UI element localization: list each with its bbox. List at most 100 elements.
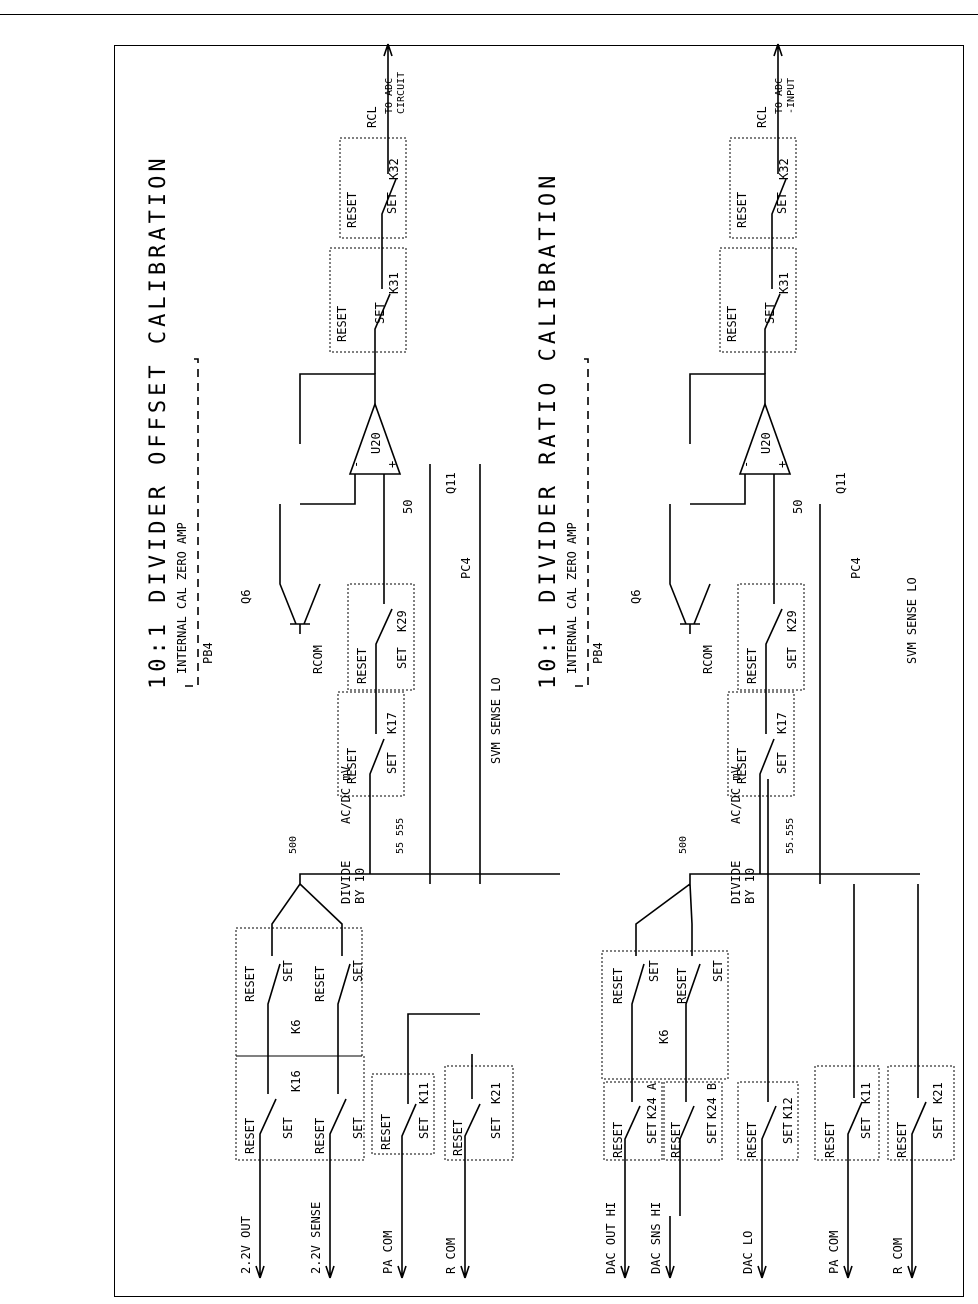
rcom-label: RCOM: [701, 645, 715, 674]
input-arrow: [620, 1216, 630, 1279]
set-label: SET: [781, 1122, 795, 1144]
ratio-amp-label: INTERNAL CAL ZERO AMP: [565, 522, 579, 674]
relay-box: [737, 583, 805, 691]
q6-transistor: [669, 504, 711, 634]
divide-label: BY 10: [353, 868, 367, 904]
relay-contacts: [759, 664, 775, 874]
header-rule: [0, 14, 978, 15]
relay-contacts: [679, 1044, 695, 1216]
set-label: SET: [385, 752, 399, 774]
reset-label: RESET: [345, 748, 359, 784]
relay-box: [814, 1065, 880, 1161]
offset-calibration-diagram: 10:1 DIVIDER OFFSET CALIBRATION INTERNAL…: [146, 43, 560, 1279]
relay-name: K17: [385, 712, 399, 734]
relay-k24a: RESET SET K24 A: [603, 1044, 663, 1216]
relay-name: K32: [777, 158, 791, 180]
set-label: SET: [785, 647, 799, 669]
r50-label: 50: [401, 500, 415, 514]
relay-k17: RESET SET K17: [727, 664, 795, 874]
u20-opamp: U20 - + 50 Q11 PC4: [689, 373, 863, 579]
relay-box: [601, 950, 729, 1080]
set-label: SET: [711, 960, 725, 982]
set-label: SET: [705, 1122, 719, 1144]
relay-name: K29: [785, 610, 799, 632]
relay-k12: RESET SET K12: [737, 779, 799, 1216]
divider-node: [689, 873, 920, 884]
q11-label: Q11: [834, 472, 848, 494]
relay-contacts: [374, 242, 391, 374]
set-label: SET: [775, 752, 789, 774]
relay-name: K17: [775, 712, 789, 734]
relay-contacts: [259, 1056, 347, 1216]
relay-name: K31: [387, 272, 401, 294]
pb4-label: PB4: [591, 642, 605, 664]
reset-label: RESET: [243, 1118, 257, 1154]
offset-title: 10:1 DIVIDER OFFSET CALIBRATION: [146, 154, 171, 689]
relay-box: [329, 247, 407, 353]
input-arrow: [907, 1216, 917, 1279]
set-label: SET: [351, 1117, 365, 1139]
out-label: TO ADC: [384, 78, 395, 114]
u20-label: U20: [369, 432, 383, 454]
offset-inputs: 2.2V OUT 2.2V SENSE PA COM R COM: [239, 1202, 470, 1279]
input-label: PA COM: [827, 1231, 841, 1274]
relay-k17: RESET SET K17: [337, 664, 405, 874]
resistor-55: 55 555: [395, 818, 406, 854]
offset-amp-dashed-box: [185, 358, 199, 687]
reset-label: RESET: [611, 968, 625, 1004]
input-arrow: [460, 1216, 470, 1279]
reset-label: RESET: [745, 648, 759, 684]
relay-name: K21: [931, 1082, 945, 1104]
relay-box: [339, 137, 407, 239]
relay-contacts: [764, 242, 781, 374]
relay-name: K32: [387, 158, 401, 180]
reset-label: RESET: [355, 648, 369, 684]
divider-node: [299, 873, 560, 884]
resistor-500: 500: [678, 836, 689, 854]
relay-contacts: [624, 1044, 641, 1216]
rcl-label: RCL: [755, 106, 769, 128]
input-label: PA COM: [381, 1231, 395, 1274]
reset-label: RESET: [451, 1120, 465, 1156]
resistor-55: 55.555: [785, 818, 796, 854]
input-arrow: [255, 1216, 265, 1279]
reset-label: RESET: [735, 192, 749, 228]
relay-contacts: [761, 779, 777, 1216]
relay-box: [729, 137, 797, 239]
set-label: SET: [417, 1117, 431, 1139]
set-label: SET: [775, 192, 789, 214]
input-label: R COM: [891, 1238, 905, 1274]
u20-triangle: [738, 401, 792, 475]
relay-name: K6: [657, 1030, 671, 1044]
input-label: R COM: [444, 1238, 458, 1274]
q6-transistor: [279, 504, 321, 634]
reset-label: RESET: [669, 1122, 683, 1158]
figure-frame: [114, 45, 964, 1297]
relay-name: K16: [289, 1070, 303, 1092]
relay-name: K12: [781, 1097, 795, 1119]
acdc-label: AC/DC mV: [339, 766, 353, 824]
relay-name: K29: [395, 610, 409, 632]
u20-plus: +: [775, 461, 789, 468]
reset-label: RESET: [735, 748, 749, 784]
relay-name: K24 A: [645, 1082, 659, 1119]
rcl-label: RCL: [365, 106, 379, 128]
ratio-calibration-diagram: 10:1 DIVIDER RATIO CALIBRATION INTERNAL …: [536, 43, 955, 1279]
u20-triangle: [348, 401, 402, 475]
relay-contacts: [464, 1054, 481, 1216]
u20-minus: -: [349, 461, 363, 468]
relay-contacts: [267, 883, 351, 1056]
relay-box: [235, 927, 363, 1057]
divide-label: DIVIDE: [729, 861, 743, 904]
set-label: SET: [373, 302, 387, 324]
sense-lo-label: SVM SENSE LO: [489, 677, 503, 764]
pc4-label: PC4: [459, 557, 473, 579]
reset-label: RESET: [823, 1122, 837, 1158]
relay-k29: RESET SET K29: [737, 504, 805, 691]
relay-box: [371, 1073, 435, 1155]
relay-contacts: [911, 884, 927, 1216]
relay-name: K24 B: [705, 1083, 719, 1119]
divider-network: DIVIDE BY 10 500 55 555 AC/DC mV SVM SEN…: [288, 464, 560, 904]
relay-k6: RESET SET RESET SET K6: [235, 883, 365, 1057]
